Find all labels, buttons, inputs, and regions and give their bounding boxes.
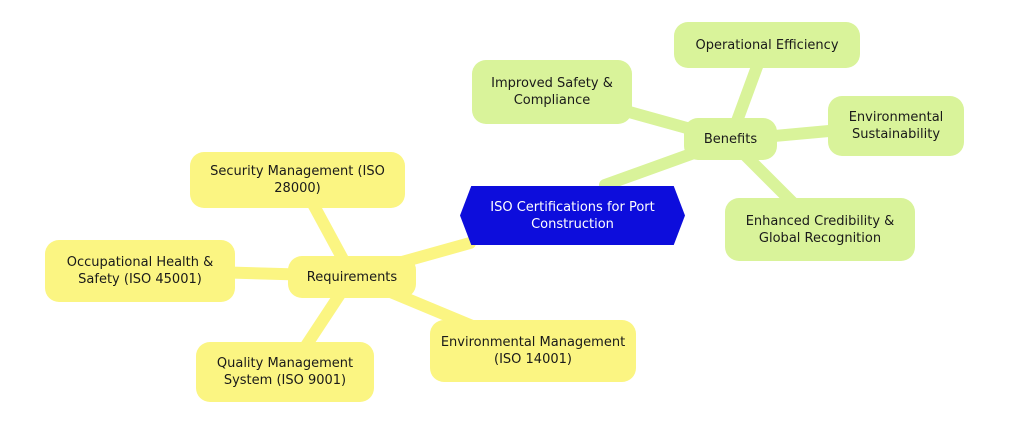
enhanced-credibility-node: Enhanced Credibility & Global Recognitio…: [725, 198, 915, 261]
operational-efficiency-node: Operational Efficiency: [674, 22, 860, 68]
occupational-health-safety-label: Occupational Health & Safety (ISO 45001): [66, 255, 214, 287]
improved-safety-label: Improved Safety & Compliance: [491, 76, 613, 108]
operational-efficiency-label: Operational Efficiency: [695, 37, 839, 53]
occupational-health-safety-node: Occupational Health & Safety (ISO 45001): [45, 240, 235, 302]
requirements-label: Requirements: [306, 269, 398, 285]
security-management-node: Security Management (ISO 28000): [190, 152, 405, 208]
environmental-management-label: Environmental Management (ISO 14001): [440, 335, 626, 367]
benefits-node: Benefits: [684, 118, 777, 160]
requirements-node: Requirements: [288, 256, 416, 298]
quality-management-system-node: Quality Management System (ISO 9001): [196, 342, 374, 402]
central-topic: ISO Certifications for Port Construction: [460, 186, 685, 245]
quality-management-system-label: Quality Management System (ISO 9001): [216, 356, 354, 388]
environmental-management-node: Environmental Management (ISO 14001): [430, 320, 636, 382]
enhanced-credibility-label: Enhanced Credibility & Global Recognitio…: [745, 213, 895, 246]
improved-safety-node: Improved Safety & Compliance: [472, 60, 632, 124]
environmental-sustainability-label: Environmental Sustainability: [848, 110, 944, 142]
central-topic-label: ISO Certifications for Port Construction: [490, 199, 655, 232]
benefits-label: Benefits: [703, 131, 758, 147]
environmental-sustainability-node: Environmental Sustainability: [828, 96, 964, 156]
security-management-label: Security Management (ISO 28000): [210, 164, 385, 196]
